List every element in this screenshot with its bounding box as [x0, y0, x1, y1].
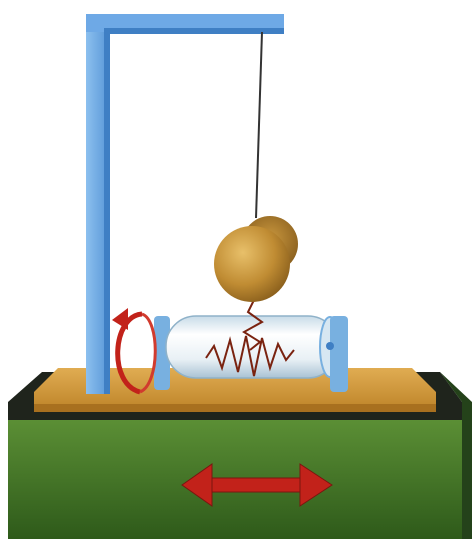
base-plate-edge [34, 404, 436, 412]
frame-arm-shade [104, 28, 284, 34]
frame-post-shade [104, 30, 110, 394]
pendulum-mass [214, 216, 298, 302]
mass-front-sphere [214, 226, 290, 302]
drum-axle [326, 342, 334, 350]
rotation-arrowhead [112, 308, 128, 330]
suspension-string [256, 32, 262, 218]
drum-right-cap [330, 316, 348, 392]
motion-arrow-shaft [206, 478, 304, 492]
